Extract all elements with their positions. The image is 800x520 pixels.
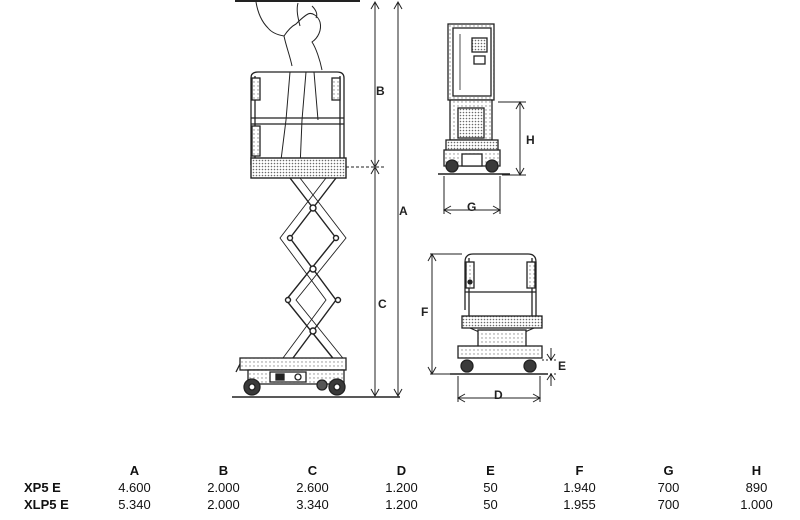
table-cell: 1.955 [563, 497, 596, 512]
table-cell: 1.200 [385, 497, 418, 512]
front-view-dimensions [427, 252, 558, 403]
column-header: H [751, 463, 762, 478]
table-cell: 890 [745, 480, 768, 495]
scissor-arms [279, 177, 347, 363]
chassis [235, 357, 347, 385]
column-header: E [486, 463, 495, 478]
table-cell: 2.600 [296, 480, 329, 495]
table-header-blank [0, 462, 90, 479]
table-cell: 1.000 [740, 497, 773, 512]
model-name: XP5 E [24, 480, 61, 495]
column-header: F [575, 463, 584, 478]
table-cell: 50 [483, 480, 498, 495]
column-header: B [218, 463, 229, 478]
dimension-label-e: E [558, 359, 566, 373]
platform-deck [250, 157, 347, 179]
operator-figure [255, 1, 323, 169]
dimension-label-d: D [494, 388, 503, 402]
table-row: XP5 E 4.600 2.000 2.600 1.200 50 1.940 7… [0, 479, 800, 496]
side-view [232, 0, 400, 398]
lift-dimension-drawing: B C A H G [232, 0, 566, 403]
table-cell: 3.340 [296, 497, 329, 512]
table-cell: 50 [483, 497, 498, 512]
dimensions-table: A B C D E F G H XP5 E 4.600 2.000 2.600 … [0, 462, 800, 513]
table-cell: 1.940 [563, 480, 596, 495]
table-cell: 2.000 [207, 497, 240, 512]
rear-view [438, 23, 510, 175]
table-cell: 4.600 [118, 480, 151, 495]
table-cell: 5.340 [118, 497, 151, 512]
rear-view-dimensions [442, 100, 526, 215]
middle-wheel [316, 379, 328, 391]
dimension-label-f: F [421, 305, 428, 319]
dimension-label-a: A [399, 204, 408, 218]
column-header: G [663, 463, 674, 478]
dimension-label-c: C [378, 297, 387, 311]
table-cell: 2.000 [207, 480, 240, 495]
column-header: D [396, 463, 407, 478]
table-header-row: A B C D E F G H [0, 462, 800, 479]
table-cell: 700 [657, 480, 680, 495]
table-row: XLP5 E 5.340 2.000 3.340 1.200 50 1.955 … [0, 496, 800, 513]
side-view-dimensions [346, 0, 403, 398]
platform-guardrail [250, 71, 345, 165]
dimension-label-g: G [467, 200, 476, 214]
column-header: A [129, 463, 140, 478]
dimension-label-h: H [526, 133, 535, 147]
model-name: XLP5 E [24, 497, 69, 512]
table-cell: 1.200 [385, 480, 418, 495]
dimension-label-b: B [376, 84, 385, 98]
table-cell: 700 [657, 497, 680, 512]
front-view [450, 253, 548, 375]
column-header: C [307, 463, 318, 478]
